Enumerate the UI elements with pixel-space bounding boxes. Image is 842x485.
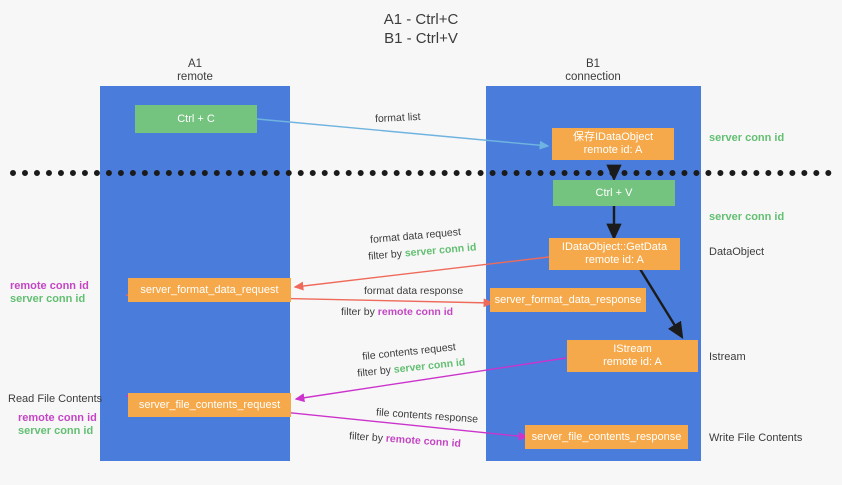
box-getdata[interactable]: IDataObject::GetData remote id: A: [549, 238, 680, 270]
page-title: A1 - Ctrl+C B1 - Ctrl+V: [383, 11, 459, 47]
lane-b1-header: B1 connection: [538, 58, 648, 84]
box-ctrl-c[interactable]: Ctrl + C: [135, 105, 257, 133]
label-remote-conn-id-2: remote conn id: [18, 412, 97, 424]
filter-prefix: filter by: [367, 247, 406, 263]
lane-b1-name: B1: [585, 58, 601, 70]
label-server-conn-id-mid: server conn id: [709, 211, 785, 223]
filter-prefix: filter by: [356, 363, 395, 380]
wire-format-data-request: [293, 256, 550, 291]
filter-value-remote-conn-id: remote conn id: [377, 306, 454, 318]
box-idataobject[interactable]: 保存IDataObject remote id: A: [552, 128, 674, 160]
label-format-data-response: format data response: [364, 285, 464, 297]
lane-b1-role: connection: [565, 71, 621, 83]
label-write-file-contents: Write File Contents: [709, 432, 803, 444]
phase-divider: [10, 170, 832, 176]
wire-format-list: [256, 118, 550, 150]
label-istream: Istream: [709, 351, 746, 363]
box-server-format-data-response[interactable]: server_format_data_response: [490, 288, 646, 312]
box-server-file-contents-response[interactable]: server_file_contents_response: [525, 425, 688, 449]
lane-a1-name: A1: [187, 58, 203, 70]
filter-prefix: filter by: [348, 430, 387, 445]
label-server-conn-id-top: server conn id: [709, 132, 785, 144]
label-remote-conn-id-1: remote conn id: [10, 280, 89, 292]
lane-a1-role: remote: [177, 71, 213, 83]
label-dataobject: DataObject: [709, 246, 765, 258]
filter-prefix: filter by: [341, 306, 378, 318]
lane-a1-header: A1 remote: [140, 58, 250, 84]
box-ctrl-v[interactable]: Ctrl + V: [553, 180, 675, 206]
box-server-file-contents-request[interactable]: server_file_contents_request: [128, 393, 291, 417]
wire-getdata-istream: [638, 268, 684, 340]
label-format-list: format list: [374, 110, 421, 126]
label-server-conn-id-2: server conn id: [18, 425, 94, 437]
label-format-data-response-filter: filter by remote conn id: [341, 305, 453, 319]
wire-file-contents-request: [294, 357, 567, 403]
label-server-conn-id-1: server conn id: [10, 293, 86, 305]
label-read-file-contents: Read File Contents: [8, 393, 103, 405]
box-server-format-data-request[interactable]: server_format_data_request: [128, 278, 291, 302]
box-istream[interactable]: IStream remote id: A: [567, 340, 698, 372]
